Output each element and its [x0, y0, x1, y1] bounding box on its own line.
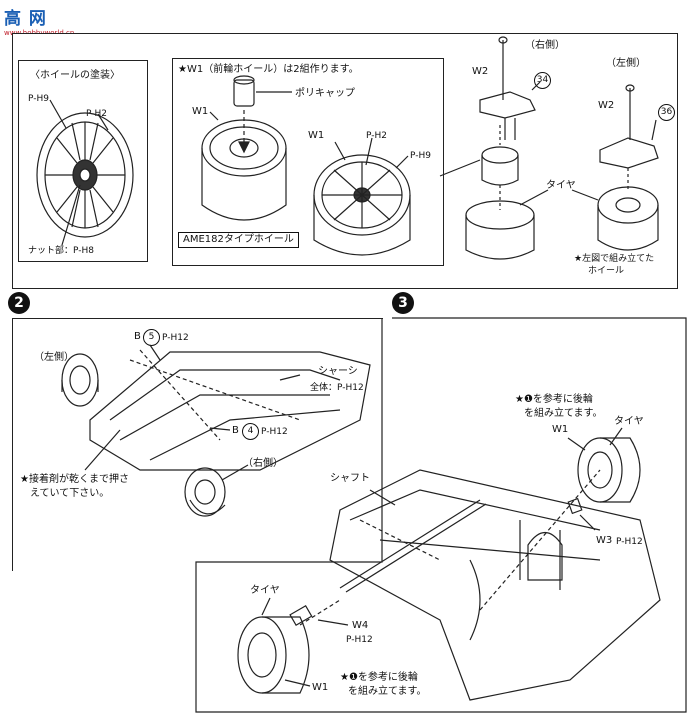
p-h9-label: P-H9	[410, 151, 431, 161]
shaft-label: シャフト	[330, 473, 370, 484]
chassis-label: シャーシ	[318, 366, 358, 377]
painted-wheel-drawing	[36, 99, 134, 246]
left-side-label-1: （左側）	[606, 58, 646, 69]
step-3-badge: 3	[392, 292, 414, 314]
front-wheel-box	[172, 58, 444, 266]
left-assemble-note-1: ★左図で組み立てた	[574, 254, 655, 264]
glue-note-1: ★接着剤が乾くまで押さ	[20, 474, 129, 485]
chassis-drawing-section2	[61, 344, 371, 517]
w2-label-b: W2	[598, 100, 615, 111]
left-assemble-note-2: ホイール	[588, 266, 625, 276]
chassis-whole: 全体：P-H12	[310, 383, 364, 393]
front-wheel-note: ★W1（前輪ホイール）は2組作ります。	[178, 64, 359, 75]
paint-title: 〈ホイールの塗装〉	[30, 70, 120, 81]
tire-bottom-label: タイヤ	[250, 585, 280, 596]
w1-label-a: W1	[192, 106, 209, 117]
section2-frame	[12, 318, 383, 571]
b5-label: B	[134, 331, 141, 343]
w1-bottom-label: W1	[312, 682, 329, 693]
rear-note-top-1: ★❶を参考に後輪	[515, 394, 593, 405]
b4-paint: P-H12	[261, 427, 288, 437]
hub-assembly-drawing	[439, 36, 659, 260]
rear-note-bottom-2: を組み立てます。	[348, 686, 427, 697]
step-2-badge: 2	[8, 292, 30, 314]
right-side-label-2: （右側）	[243, 458, 283, 469]
paint-p1: P-H9	[28, 94, 49, 104]
w4-paint: P-H12	[346, 635, 373, 645]
w1-top-label: W1	[552, 424, 569, 435]
wheel-type-label: AME182タイプホイール	[178, 232, 299, 248]
section3-frame	[195, 317, 687, 713]
w4-label: W4	[352, 620, 369, 631]
tire-label-1: タイヤ	[546, 180, 576, 191]
rear-note-top-2: を組み立てます。	[524, 408, 603, 419]
p-h2-label: P-H2	[366, 131, 387, 141]
b5-num: 5	[143, 329, 160, 346]
paint-p2: P-H2	[86, 109, 107, 119]
chassis-drawing-section3	[237, 427, 661, 701]
w2-label-a: W2	[472, 66, 489, 77]
left-side-label-2: （左側）	[34, 352, 74, 363]
b5-paint: P-H12	[162, 333, 189, 343]
b5-letter: B	[134, 331, 141, 342]
b4-num: 4	[242, 423, 259, 440]
right-side-label-1: （右側）	[525, 40, 565, 51]
b4-label: B	[232, 425, 239, 437]
poly-cap-label: ポリキャップ	[295, 88, 355, 99]
part-36-badge: 36	[658, 104, 675, 121]
tire-top-label: タイヤ	[614, 416, 644, 427]
w3-paint: P-H12	[616, 537, 643, 547]
w3-label: W3	[596, 535, 613, 546]
nut-label: ナット部：P-H8	[28, 246, 94, 256]
logo-main-text: 高 网	[4, 9, 47, 29]
rear-note-bottom-1: ★❶を参考に後輪	[340, 672, 418, 683]
front-wheel-assembly-drawing	[201, 75, 411, 256]
glue-note-2: えていて下さい。	[30, 488, 110, 499]
w1-label-b: W1	[308, 130, 325, 141]
part-34-badge: 34	[534, 72, 551, 89]
b4-letter: B	[232, 425, 239, 436]
